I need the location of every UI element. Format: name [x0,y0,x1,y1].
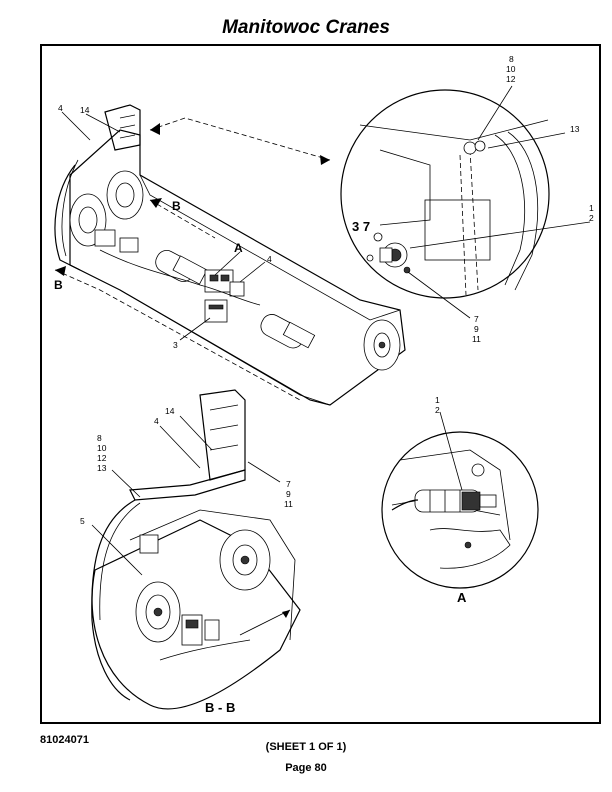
callout-8-detail: 8 [509,54,514,64]
document-number: 81024071 [40,734,89,746]
callout-2-detail: 2 [589,213,594,223]
sheet-indicator: (SHEET 1 OF 1) [265,741,347,753]
callout-10-lower: 10 [97,443,107,453]
section-bb-label: B - B [205,700,235,715]
callout-14-top: 14 [80,105,90,115]
callout-5-lower: 5 [80,516,85,526]
callout-8-lower: 8 [97,433,102,443]
callout-1-detail: 1 [589,203,594,213]
callout-12-detail: 12 [506,74,516,84]
callout-7-lower: 7 [286,479,291,489]
detail-view-a [381,411,539,589]
drawing-frame [40,44,601,724]
callout-4-top: 4 [58,103,63,113]
page-title: Manitowoc Cranes [222,17,390,38]
detail-a-label: A [457,590,467,605]
callout-4-lower: 4 [154,416,159,426]
callout-11-lower: 11 [284,499,293,509]
callout-14-lower: 14 [165,406,175,416]
callout-10-detail: 10 [506,64,516,74]
junction-boxes [94,229,245,323]
detail-stencil-text: 3 7 [352,219,370,234]
upper-assembly-illustration [54,104,406,406]
detail-marker-a: A [234,241,243,255]
callout-labels: 4 14 B B A 4 3 8 10 12 13 1 2 7 9 11 3 7… [54,54,594,715]
section-bb-illustration [91,389,301,710]
callout-2-detail-a: 2 [435,405,440,415]
callout-3: 3 [173,340,178,350]
callout-13-detail: 13 [570,124,580,134]
callout-1-detail-a: 1 [435,395,440,405]
page-number: Page 80 [285,762,327,774]
callout-11-detail: 11 [472,334,481,344]
callout-7-detail: 7 [474,314,479,324]
detail-view-upper [340,85,591,319]
callout-12-lower: 12 [97,453,107,463]
callout-4-mid: 4 [267,254,272,264]
section-marker-b-upper: B [172,199,181,213]
callout-13-lower: 13 [97,463,107,473]
section-marker-b-left: B [54,278,63,292]
callout-9-lower: 9 [286,489,291,499]
callout-9-detail: 9 [474,324,479,334]
drum-coupling-upper [155,250,316,349]
